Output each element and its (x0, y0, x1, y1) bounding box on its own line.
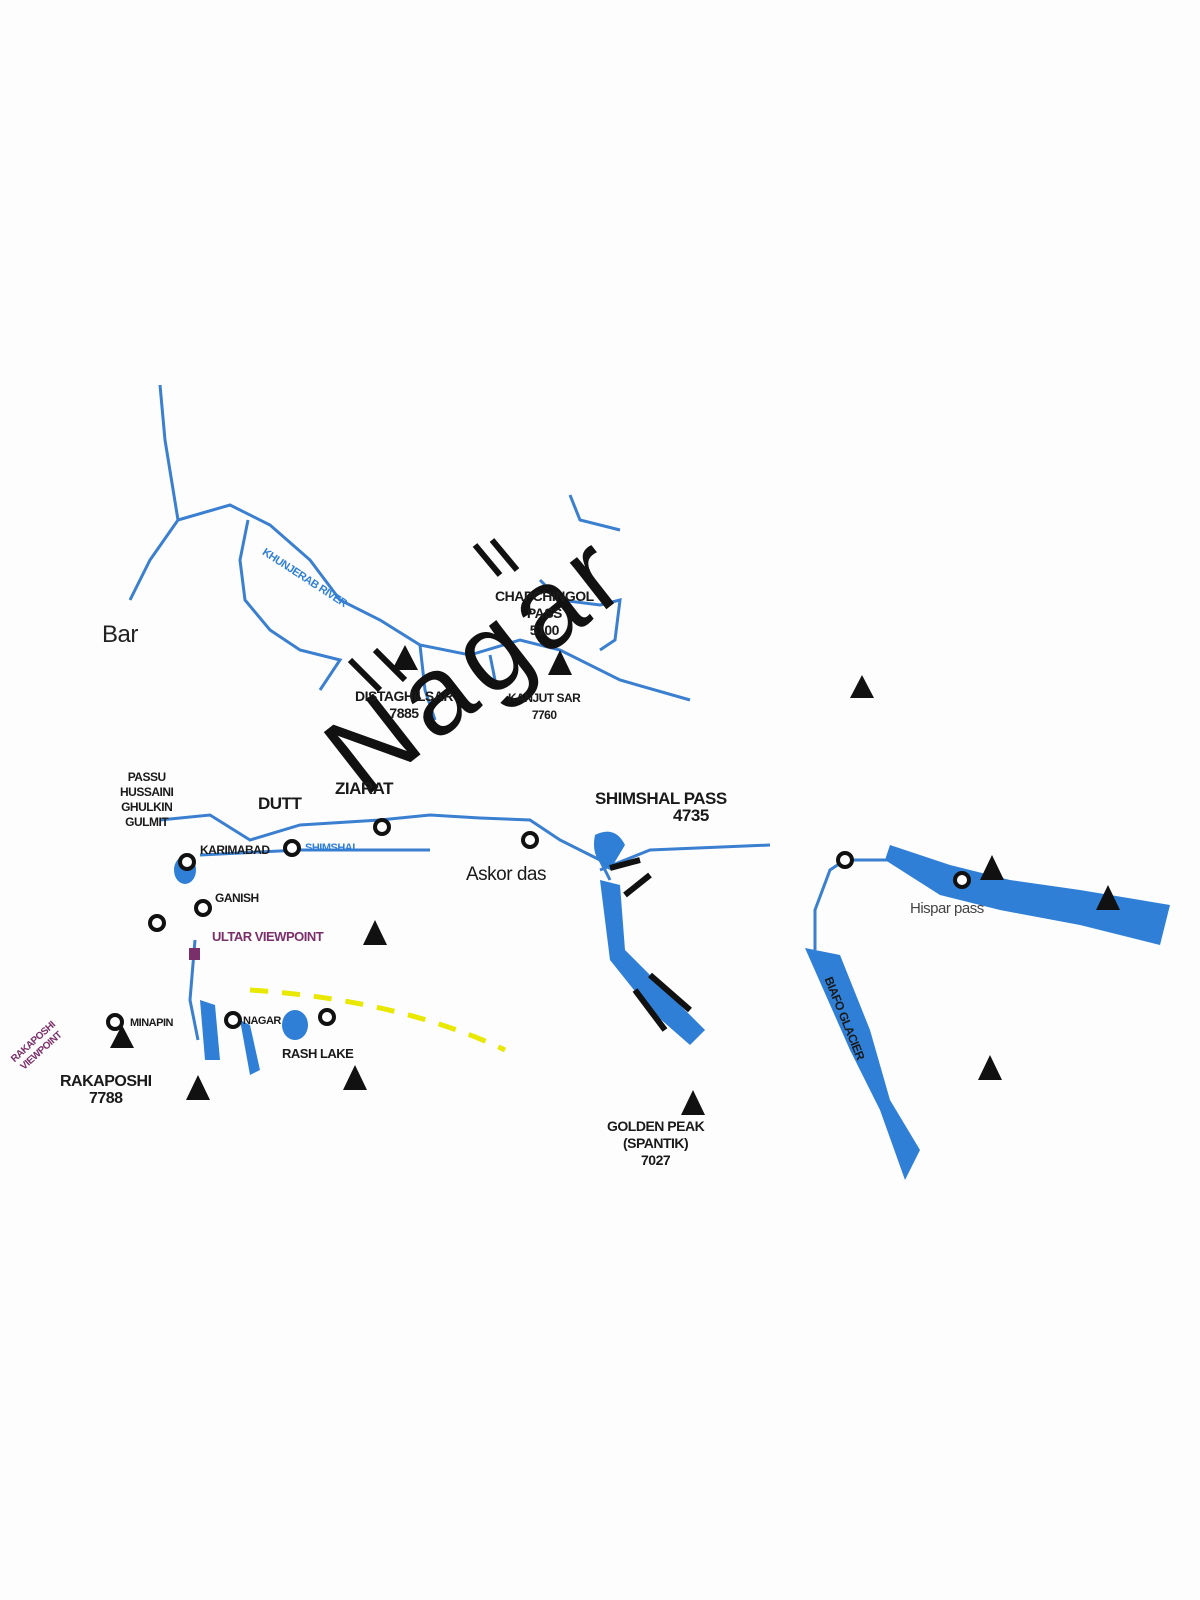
rash-lake-label: RASH LAKE (282, 1046, 354, 1061)
peak-icon (110, 1025, 134, 1048)
glacier (600, 880, 705, 1045)
name: HUSSAINI (120, 785, 174, 799)
town-marker (521, 831, 539, 849)
place-bar: Bar (102, 621, 138, 648)
glacier-hispar (885, 845, 1170, 945)
town-marker (373, 818, 391, 836)
peak-rakaposhi: RAKAPOSHI 7788 (60, 1073, 152, 1107)
river (128, 384, 180, 601)
elevation: 4735 (672, 806, 709, 825)
trek-trail (249, 987, 507, 1053)
river (488, 654, 497, 681)
ultar-viewpoint: ULTAR VIEWPOINT (212, 929, 324, 944)
peak-icon (1096, 885, 1120, 910)
town-marker (194, 899, 212, 917)
river (159, 813, 612, 881)
place-passu-group: PASSU HUSSAINI GHULKIN GULMIT (120, 770, 174, 830)
river (177, 503, 691, 702)
peak-distaghilsar: DISTAGHILSAR 7885 (355, 688, 453, 722)
river (238, 519, 343, 691)
pass-symbols (347, 538, 692, 1032)
name: GOLDEN PEAK (607, 1118, 705, 1134)
elevation: 7027 (641, 1152, 671, 1168)
peaks (110, 645, 1120, 1115)
peak-icon (343, 1065, 367, 1090)
place-nagar: NAGAR (243, 1015, 281, 1027)
town-marker (318, 1008, 336, 1026)
place-chapchingol: CHAPCHINGOL PASS 5100 (495, 588, 594, 639)
towns (106, 818, 971, 1031)
town-marker (106, 1013, 124, 1031)
name: GULMIT (125, 815, 169, 829)
name: PASSU (127, 770, 166, 784)
town-marker (178, 853, 196, 871)
glacier-biafo (805, 948, 920, 1180)
river (538, 578, 622, 652)
elevation: 5100 (529, 622, 560, 638)
town-marker (836, 851, 854, 869)
town-marker (283, 839, 301, 857)
lake (200, 1000, 220, 1060)
glacier (594, 831, 625, 870)
pass-icon (632, 972, 692, 1032)
place-karimabad: KARIMABAD (200, 843, 270, 857)
name: SHIMSHAL PASS (595, 789, 727, 808)
shimshal-pass: SHIMSHAL PASS 4735 (595, 790, 727, 824)
place-askor-das: Askor das (466, 864, 546, 885)
lake (240, 1020, 260, 1075)
river-shimshal: SHIMSHAL (305, 842, 359, 854)
name: RAKAPOSHI (60, 1073, 152, 1090)
peak-golden-peak: GOLDEN PEAK (SPANTIK) 7027 (607, 1118, 705, 1169)
pass-icon (609, 857, 652, 898)
pass-icon (347, 647, 408, 693)
peak-icon (363, 920, 387, 945)
peak-icon (548, 650, 572, 675)
name: KANJUT SAR (508, 691, 581, 705)
river (418, 644, 437, 721)
peak-icon (186, 1075, 210, 1100)
name: DISTAGHILSAR (355, 688, 453, 704)
alt-name: (SPANTIK) (622, 1135, 689, 1151)
name-line2: PASS (526, 605, 563, 621)
peak-icon (980, 855, 1004, 880)
rash-lake (282, 1010, 308, 1040)
peak-icon (850, 675, 874, 698)
peak-kanjut-sar: KANJUT SAR 7760 (508, 690, 581, 724)
peak-icon (978, 1055, 1002, 1080)
place-minapin: MINAPIN (130, 1017, 173, 1029)
elevation: 7760 (531, 708, 557, 722)
peak-icon (392, 645, 418, 670)
hispar-pass: Hispar pass (910, 900, 984, 917)
elevation: 7885 (389, 705, 419, 721)
place-dutt: DUTT (258, 794, 302, 813)
town-marker (953, 871, 971, 889)
place-ziarat: ZIARAT (335, 779, 394, 798)
place-ganish: GANISH (215, 891, 259, 905)
name: GHULKIN (121, 800, 173, 814)
name: CHAPCHINGOL (495, 588, 594, 604)
river (568, 494, 621, 532)
town-marker (148, 914, 166, 932)
peak-icon (681, 1090, 705, 1115)
elevation: 7788 (88, 1090, 123, 1107)
viewpoint-icon (189, 948, 200, 960)
town-marker (224, 1011, 242, 1029)
river (813, 858, 846, 950)
pass-icon (472, 538, 520, 577)
